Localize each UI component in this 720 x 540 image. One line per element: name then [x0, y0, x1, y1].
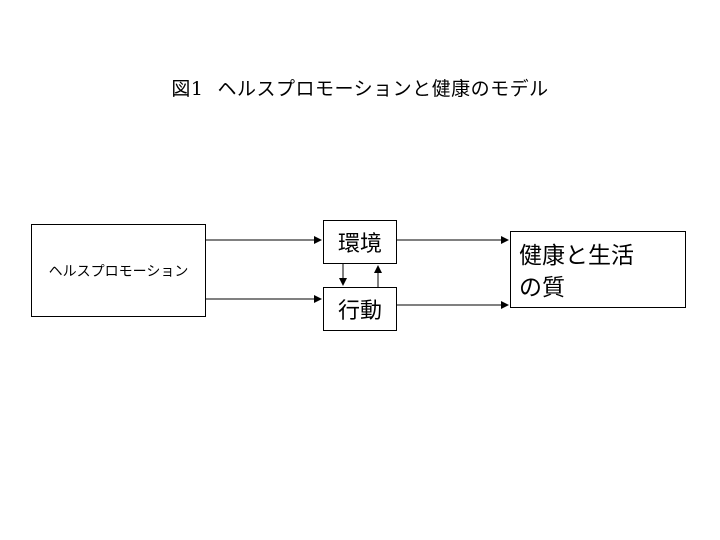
environment-box: 環境: [323, 220, 397, 264]
figure-number: 図1: [171, 78, 204, 100]
health-promotion-label: ヘルスプロモーション: [48, 263, 189, 280]
behavior-box: 行動: [323, 287, 397, 331]
outcome-label-line1: 健康と生活: [519, 243, 634, 269]
figure-title-text: ヘルスプロモーションと健康のモデル: [217, 78, 549, 100]
behavior-label: 行動: [337, 299, 382, 324]
figure-title: 図1 ヘルスプロモーションと健康のモデル: [0, 74, 720, 101]
environment-label: 環境: [337, 232, 382, 257]
health-promotion-box: ヘルスプロモーション: [31, 224, 206, 317]
health-and-quality-of-life-box: 健康と生活 の質: [510, 231, 686, 308]
outcome-label-line2: の質: [519, 275, 565, 301]
